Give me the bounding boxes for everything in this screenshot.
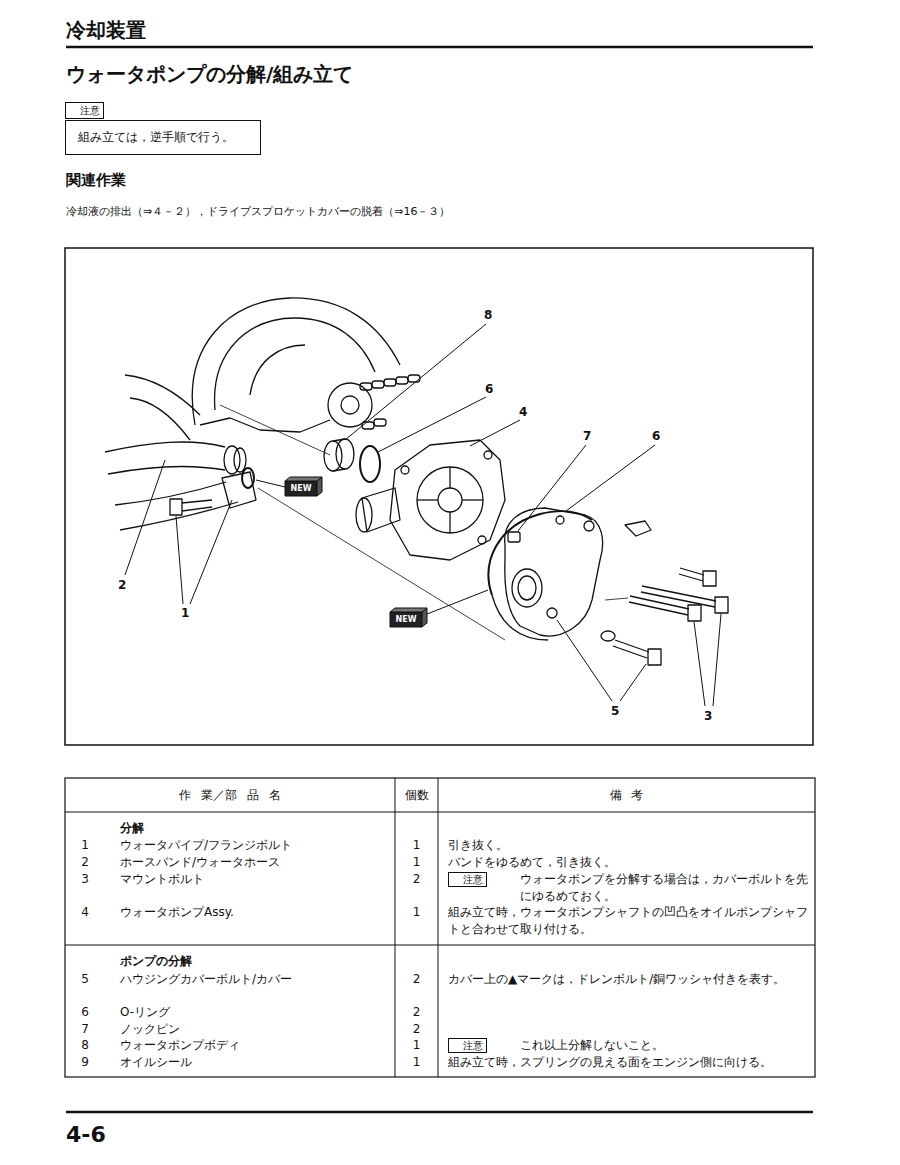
part-name: O-リング (120, 1004, 170, 1021)
row-number: 4 (75, 904, 95, 921)
note-tag: 注意 (65, 102, 104, 119)
callout-number: 6 (651, 429, 661, 443)
related-tasks: 冷却液の排出（⇒４－２），ドライブスプロケットカバーの脱着（⇒16－３） (66, 204, 450, 219)
remark: これ以上分解しないこと。 (520, 1037, 664, 1054)
row-number: 6 (75, 1004, 95, 1021)
note-text: 組み立ては，逆手順で行う。 (78, 129, 248, 146)
part-name: オイルシール (120, 1054, 192, 1071)
part-name: ノックピン (120, 1021, 180, 1038)
new-part-icon (285, 477, 427, 627)
row-number: 7 (75, 1021, 95, 1038)
leader-lines (125, 324, 721, 706)
part-name: ホースバンド/ウォータホース (120, 854, 280, 871)
quantity: 1 (395, 837, 438, 854)
callout-number: 7 (582, 429, 592, 443)
section-label: ポンプの分解 (120, 953, 192, 970)
callout-number: 4 (518, 405, 528, 419)
new-part-mark: NEW (390, 614, 422, 626)
note-box: 注意組み立ては，逆手順で行う。 (65, 120, 261, 155)
row-number: 5 (75, 971, 95, 988)
part-name: マウントボルト (120, 871, 204, 888)
section-label: 分解 (120, 820, 144, 837)
part-name: ウォータパイプ/フランジボルト (120, 837, 292, 854)
quantity: 1 (395, 1054, 438, 1071)
quantity: 2 (395, 1004, 438, 1021)
callout-number: 1 (180, 606, 190, 620)
table-header: 個数 (395, 787, 438, 804)
part-name: ウォータポンプAssy. (120, 904, 234, 921)
callout-number: 2 (117, 578, 127, 592)
page-title: ウォータポンプの分解/組み立て (66, 62, 353, 86)
remark: 引き抜く。 (448, 837, 508, 854)
new-part-mark: NEW (285, 483, 317, 495)
footer-rule (66, 1111, 813, 1114)
table-header: 作 業／部 品 名 (65, 787, 395, 804)
row-number: 8 (75, 1037, 95, 1054)
quantity: 2 (395, 1021, 438, 1038)
quantity: 1 (395, 1037, 438, 1054)
part-name: ウォータポンプボディ (120, 1037, 240, 1054)
table-header: 備 考 (438, 787, 815, 804)
quantity: 2 (395, 971, 438, 988)
section-header: 冷却装置 (66, 18, 146, 42)
warning-tag: 注意 (448, 1038, 487, 1053)
page-number: 4-6 (66, 1122, 106, 1148)
callout-number: 5 (610, 704, 620, 718)
remark: カバー上の▲マークは，ドレンボルト/銅ワッシャ付きを表す。 (448, 971, 808, 988)
quantity: 2 (395, 871, 438, 888)
water-pump-illustration (105, 298, 728, 665)
header-rule (66, 46, 813, 49)
quantity: 1 (395, 904, 438, 921)
remark: 組み立て時，ウォータポンプシャフトの凹凸をオイルポンプシャフトと合わせて取り付け… (448, 904, 808, 938)
row-number: 1 (75, 837, 95, 854)
remark: バンドをゆるめて，引き抜く。 (448, 854, 616, 871)
row-number: 2 (75, 854, 95, 871)
quantity: 1 (395, 854, 438, 871)
illustration-frame (65, 248, 813, 745)
row-number: 9 (75, 1054, 95, 1071)
callout-number: 6 (484, 382, 494, 396)
callout-number: 3 (703, 709, 713, 723)
remark: ウォータポンプを分解する場合は，カバーボルトを先にゆるめておく。 (520, 871, 810, 905)
remark: 組み立て時，スプリングの見える面をエンジン側に向ける。 (448, 1054, 772, 1071)
caution-tag: 注意 (448, 872, 487, 887)
callout-number: 8 (483, 308, 493, 322)
parts-table-grid (65, 778, 815, 1077)
subheading: 関連作業 (66, 170, 126, 190)
part-name: ハウジングカバーボルト/カバー (120, 971, 292, 988)
row-number: 3 (75, 871, 95, 888)
